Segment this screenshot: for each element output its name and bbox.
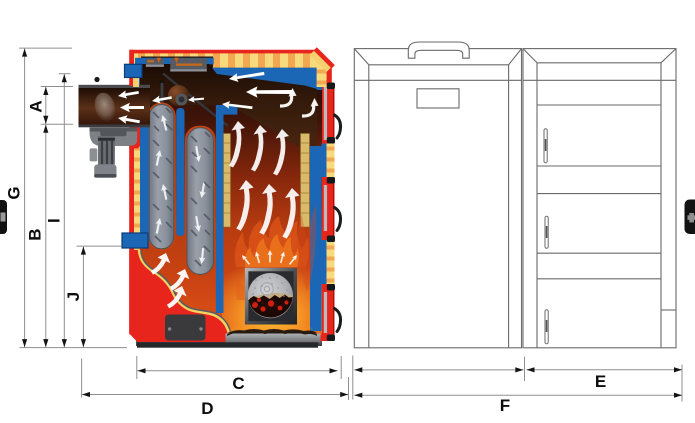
svg-text:B: B [26, 228, 45, 240]
svg-text:A: A [27, 100, 46, 112]
svg-text:J: J [64, 292, 83, 301]
svg-text:C: C [232, 374, 244, 393]
svg-text:I: I [45, 218, 64, 223]
svg-text:G: G [5, 186, 24, 199]
svg-text:D: D [201, 399, 213, 418]
svg-text:F: F [500, 396, 510, 415]
svg-text:E: E [595, 372, 606, 391]
